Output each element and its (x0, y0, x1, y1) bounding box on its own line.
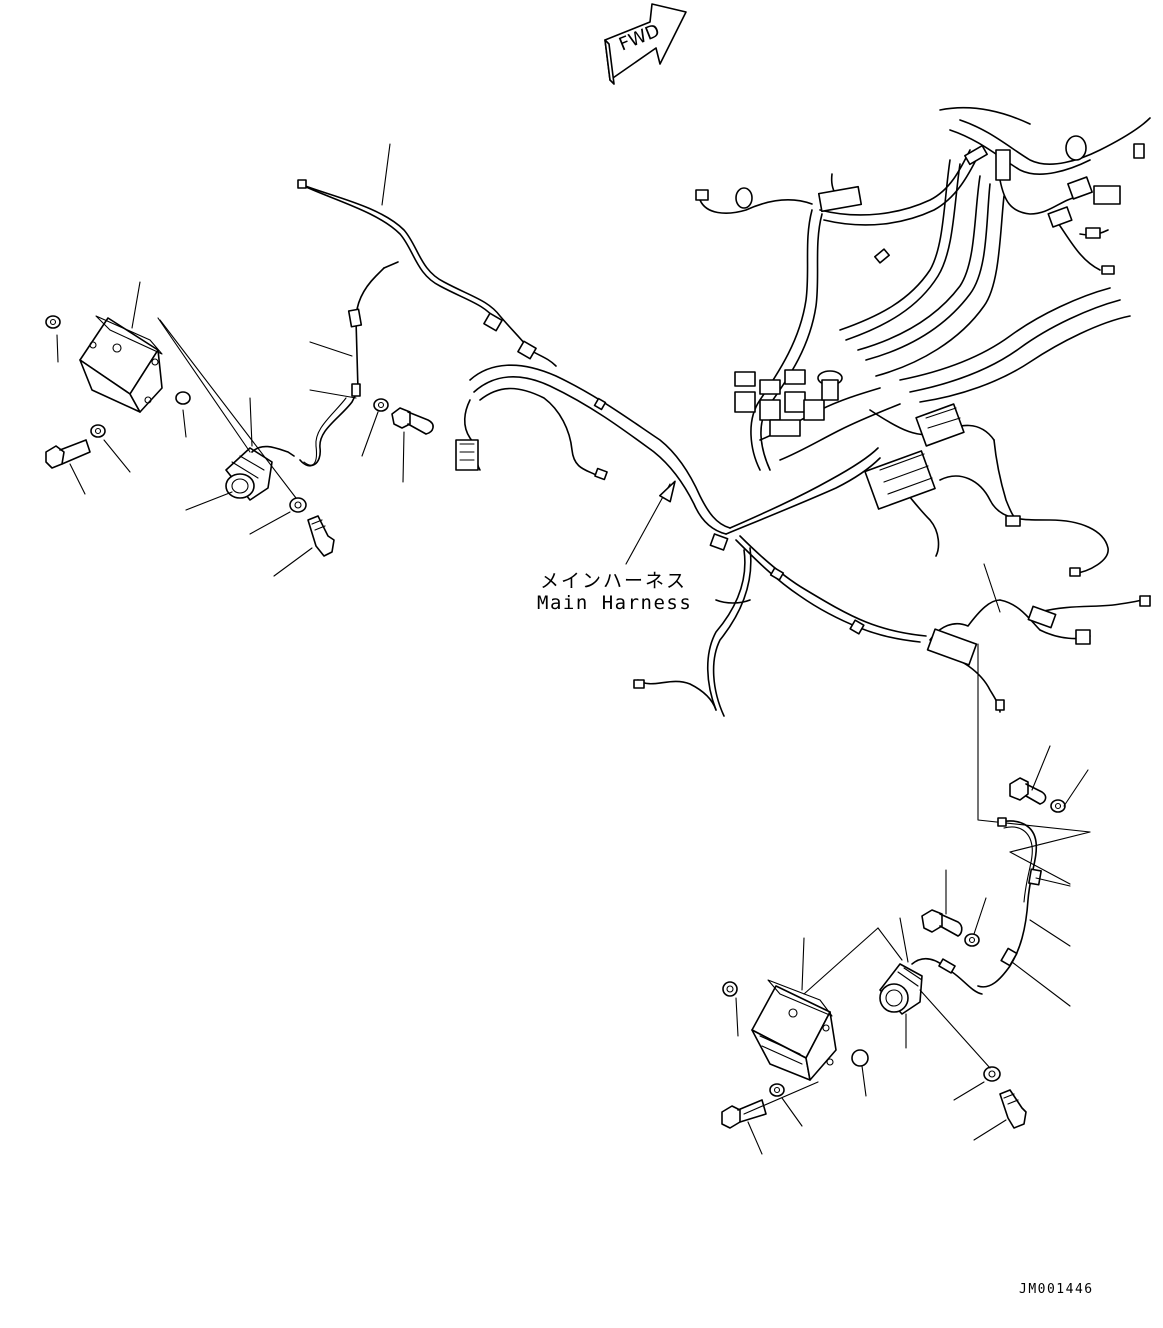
left-harness-bolt (391, 407, 434, 435)
left-nut-right (175, 391, 191, 405)
right-work-lamp (879, 957, 956, 1015)
left-bolt (45, 439, 91, 469)
right-bolt-bottom (721, 1099, 767, 1129)
main-harness-label-english: Main Harness (537, 592, 693, 614)
right-lamp-washer (983, 1066, 1001, 1082)
right-harness-bolt-mid (921, 909, 963, 937)
right-harness-bolt-top (1009, 777, 1047, 805)
drawing-number: JM001446 (1019, 1282, 1094, 1297)
right-nut-side (851, 1049, 869, 1067)
right-leader-lines (735, 745, 1089, 1155)
right-harness-washer-mid (964, 933, 980, 947)
left-harness-washer (373, 398, 389, 412)
main-harness-leader (625, 480, 676, 565)
right-detail-frame (977, 563, 1091, 885)
left-leader-lines (56, 143, 405, 577)
main-harness-label-japanese: メインハーネス (540, 570, 688, 592)
right-light-bracket (751, 979, 837, 1081)
left-lamp-harness (299, 261, 399, 467)
left-washer (90, 424, 106, 438)
right-nut-top (722, 981, 738, 997)
right-washer-bottom (769, 1083, 785, 1097)
left-nut-top (45, 315, 61, 329)
right-harness-cluster (695, 106, 1151, 713)
right-harness-washer-top (1050, 799, 1066, 813)
right-lamp-harness (951, 817, 1042, 995)
left-lamp-bolt (307, 515, 335, 557)
fwd-arrow-icon (604, 3, 687, 85)
left-work-lamp (225, 445, 295, 501)
main-harness (297, 179, 927, 717)
left-lamp-washer (289, 497, 307, 513)
left-light-bracket (79, 315, 163, 413)
right-lamp-bolt (999, 1089, 1027, 1129)
